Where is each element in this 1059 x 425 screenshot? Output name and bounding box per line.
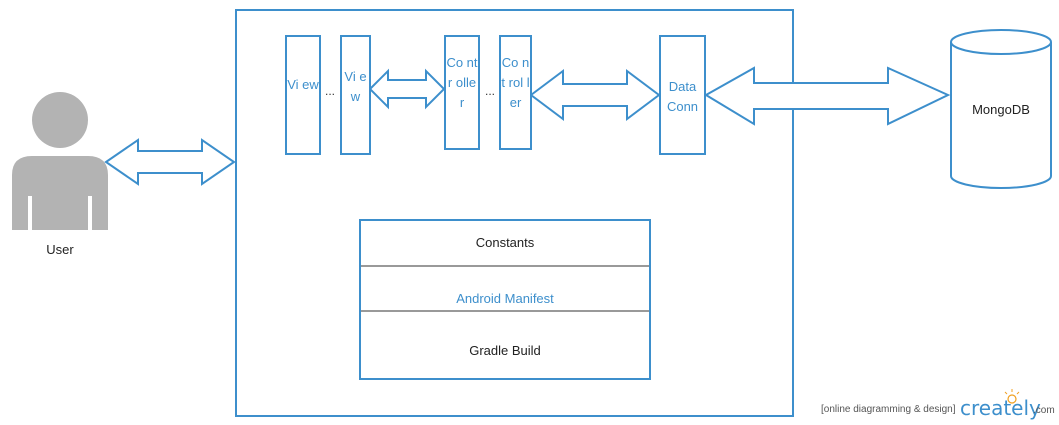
dataconn-box: Data Conn (659, 35, 706, 155)
layers-stack: Constants Android Manifest Gradle Build (359, 219, 651, 380)
controller-box-1-label: Co ntr olle r (446, 55, 478, 110)
creately-domain: .com (1033, 405, 1055, 416)
user-icon (12, 92, 108, 230)
view-controller-arrow (368, 68, 446, 110)
view-box-1-label: Vi ew (287, 77, 319, 92)
view-box-2-label: Vi e w (344, 69, 367, 104)
controller-box-2: Co nt rol ler (499, 35, 532, 150)
gradle-build-layer: Gradle Build (469, 343, 541, 358)
dataconn-mongodb-arrow (704, 66, 951, 126)
android-manifest-layer: Android Manifest (456, 291, 554, 306)
user-label: User (46, 242, 74, 257)
mongodb-cylinder (950, 29, 1052, 189)
view-box-2: Vi e w (340, 35, 371, 155)
mongodb-label: MongoDB (972, 102, 1030, 117)
app-container (235, 9, 794, 417)
view-ellipsis: ... (325, 84, 336, 98)
bulb-icon (1004, 389, 1020, 404)
footer-tagline: [online diagramming & design] (821, 404, 956, 415)
dataconn-label: Data Conn (666, 79, 699, 114)
controller-dataconn-arrow (529, 69, 661, 121)
layer-divider-2 (361, 310, 649, 312)
controller-box-1: Co ntr olle r (444, 35, 480, 150)
controller-ellipsis: ... (485, 84, 496, 98)
view-box-1: Vi ew (285, 35, 321, 155)
constants-layer: Constants (475, 235, 535, 250)
user-app-arrow (104, 138, 236, 186)
controller-box-2-label: Co nt rol ler (501, 55, 530, 110)
creately-logo: creately (960, 396, 1041, 420)
layer-divider-1 (361, 265, 649, 267)
